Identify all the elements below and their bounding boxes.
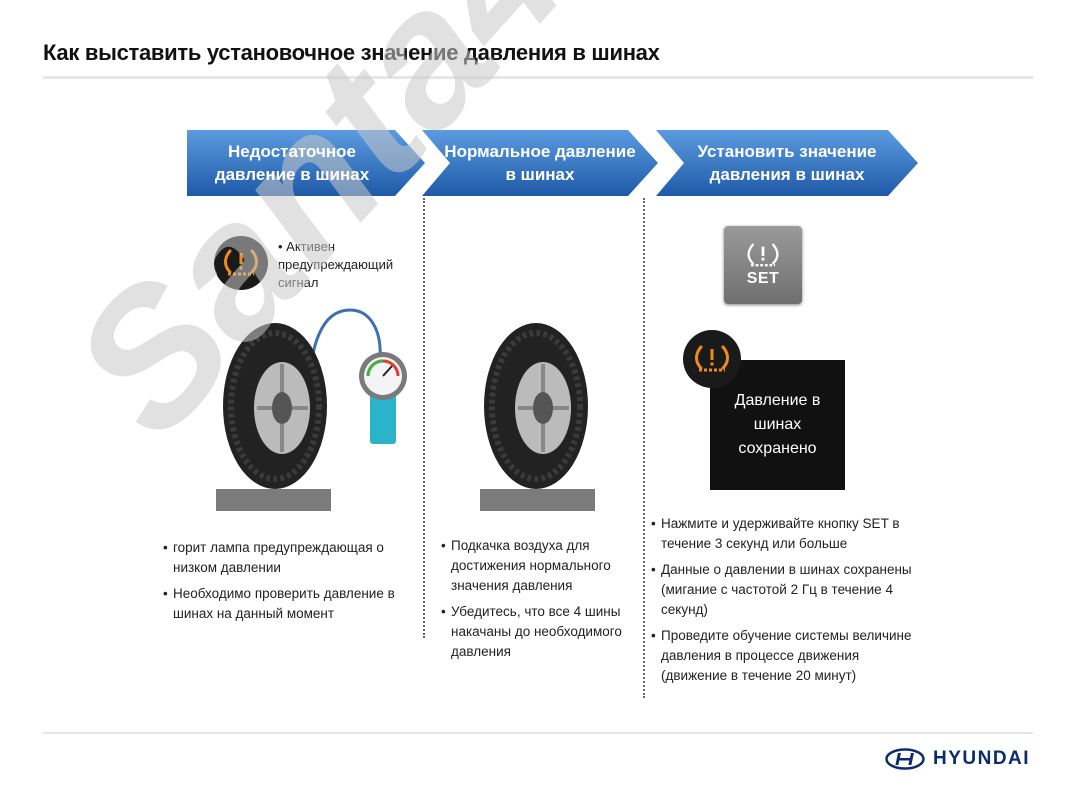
warning-note: • Активен предупреждающий сигнал — [278, 239, 394, 290]
bullet-item: Данные о давлении в шинах сохранены (миг… — [651, 560, 921, 620]
column-divider-2 — [643, 198, 645, 698]
step-arrow-2: Нормальное давление в шинах — [422, 130, 658, 196]
bullets-col-1: горит лампа предупреждающая о низком дав… — [163, 538, 403, 630]
bullet-item: Проведите обучение системы величине давл… — [651, 626, 921, 686]
step-arrow-1: Недостаточное давление в шинах — [187, 130, 425, 196]
bullets-col-2: Подкачка воздуха для достижения нормальн… — [441, 536, 641, 668]
step-label-1: Недостаточное давление в шинах — [214, 142, 370, 184]
tire-icon — [222, 322, 328, 490]
bullets-col-3: Нажмите и удерживайте кнопку SET в течен… — [651, 514, 921, 692]
tire-pedestal-2 — [480, 489, 595, 511]
set-button-label: SET — [746, 270, 780, 287]
page-title: Как выставить установочное значение давл… — [43, 40, 660, 65]
brand-name: HYUNDAI — [933, 748, 1031, 769]
bullet-item: Нажмите и удерживайте кнопку SET в течен… — [651, 514, 921, 554]
pressure-saved-display: Давление в шинах сохранено — [710, 360, 845, 490]
title-divider — [43, 76, 1033, 79]
bullet-item: Подкачка воздуха для достижения нормальн… — [441, 536, 641, 596]
tpms-indicator-icon — [683, 330, 741, 388]
step-label-3: Установить значение давления в шинах — [697, 142, 877, 184]
set-button-icon: SET — [724, 226, 802, 304]
bullet-item: Убедитесь, что все 4 шины накачаны до не… — [441, 602, 641, 662]
tire-pedestal-1 — [216, 489, 331, 511]
footer-divider — [43, 732, 1033, 734]
tpms-warning-icon — [214, 236, 268, 290]
tire-icon-normal — [483, 322, 589, 490]
hyundai-logo-icon — [885, 748, 925, 770]
step-label-2: Нормальное давление в шинах — [444, 142, 636, 184]
bullet-item: Необходимо проверить давление в шинах на… — [163, 584, 403, 624]
column-divider-1 — [423, 198, 425, 638]
pressure-gauge-icon — [358, 346, 408, 446]
brand-logo: HYUNDAI — [885, 748, 1030, 770]
step-arrow-3: Установить значение давления в шинах — [656, 130, 918, 196]
bullet-item: горит лампа предупреждающая о низком дав… — [163, 538, 403, 578]
